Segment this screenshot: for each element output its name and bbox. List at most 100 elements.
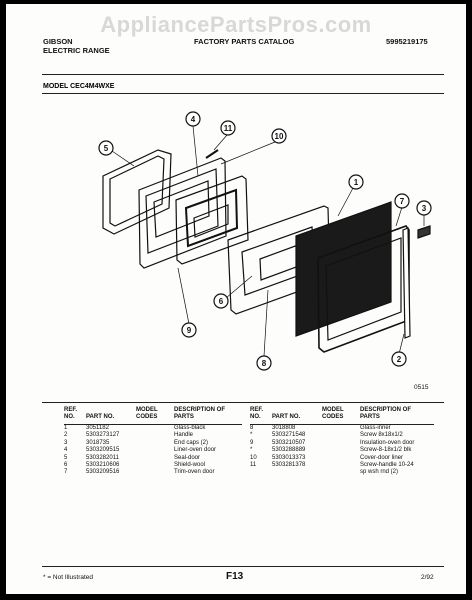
watermark: AppliancePartsPros.com (100, 12, 372, 37)
col-model: MODEL CODES (136, 407, 174, 425)
callout-6: 6 (219, 297, 224, 306)
part-number-cell: 3051182 (86, 425, 109, 431)
part-number-cell: 3018735 (86, 439, 110, 446)
description-cell: End caps (2) (174, 439, 209, 446)
ref-cell: 8 (250, 425, 254, 431)
description-cell: Trim-oven door (174, 469, 215, 476)
model-code-cell (322, 455, 360, 462)
table-row: 7 5303209516 Trim-oven door (64, 469, 242, 476)
part-number-cell: 5303013373 (272, 454, 306, 461)
ref-cell (250, 469, 272, 476)
col-desc: DESCRIPTION OF PARTS (174, 407, 242, 425)
ref-cell: 10 (250, 454, 257, 461)
table-row: 11 5303281378 Screw-handle 10-24 (250, 462, 434, 469)
black-glass-part (295, 201, 392, 337)
callout-10: 10 (275, 132, 284, 141)
col-ref: REF. NO. (64, 407, 86, 425)
model-code-cell (322, 425, 360, 433)
ref-cell: 11 (250, 462, 257, 469)
catalog-number: 5995219175 (386, 37, 428, 46)
callout-1: 1 (354, 178, 359, 187)
ref-cell: * (250, 447, 253, 454)
ref-cell: 7 (64, 469, 68, 476)
table-row: 10 5303013373 Cover-door liner (250, 455, 434, 462)
part-number-cell: 5303281378 (272, 462, 306, 469)
col-part: PART NO. (86, 407, 136, 425)
table-row: * 5303271548 Screw 8x18x1/2 (250, 432, 434, 439)
end-cap-part (417, 225, 431, 239)
description-cell: Screw 8x18x1/2 (360, 432, 403, 439)
handle-part (402, 227, 411, 339)
model-code-cell (136, 469, 174, 476)
callout-8: 8 (262, 359, 267, 368)
model-code-cell (322, 432, 360, 439)
brand-name: GIBSON (43, 37, 73, 46)
model-code-cell (322, 462, 360, 469)
ref-cell: 1 (64, 425, 68, 431)
callout-11: 11 (224, 124, 233, 133)
description-cell: Glass-black (174, 425, 206, 431)
col-ref: REF. NO. (250, 407, 272, 425)
ref-cell: 5 (64, 454, 68, 461)
part-number-cell (272, 469, 322, 476)
part-number-cell: 5303282011 (86, 454, 119, 461)
model-code-cell (322, 447, 360, 454)
footer-rule (42, 566, 444, 567)
model-code-cell (136, 425, 174, 433)
description-cell: Screw-8-18x1/2 blk (360, 447, 412, 454)
table-top-rule (42, 402, 444, 403)
callout-5: 5 (104, 144, 109, 153)
parts-catalog-page: AppliancePartsPros.com GIBSON ELECTRIC R… (6, 4, 466, 594)
model-code-cell (322, 469, 360, 476)
model-code-cell (136, 455, 174, 462)
table-row: sp wsh rnd (2) (250, 469, 434, 476)
col-desc: DESCRIPTION OF PARTS (360, 407, 434, 425)
part-number-cell: 5303209516 (86, 469, 120, 476)
ref-cell: 6 (64, 462, 68, 469)
part-number-cell: 5303210606 (86, 462, 120, 469)
revision-date: 2/92 (421, 574, 434, 581)
door-liner-part (138, 157, 227, 269)
table-row: 5 5303282011 Seal-door (64, 455, 242, 462)
table-row: 4 5303209515 Liner-oven door (64, 447, 242, 454)
parts-table-left: REF. NO. PART NO. MODEL CODES DESCRIPTIO… (64, 407, 242, 477)
model-code-cell (136, 432, 174, 439)
description-cell: sp wsh rnd (2) (360, 469, 399, 476)
model-code-cell (136, 440, 174, 447)
ref-cell: 4 (64, 447, 68, 454)
description-cell: Liner-oven door (174, 447, 217, 454)
col-part: PART NO. (272, 407, 322, 425)
table-row: * 5303288889 Screw-8-18x1/2 blk (250, 447, 434, 454)
ref-cell: 2 (64, 432, 68, 439)
model-label: MODEL CEC4M4WXE (43, 83, 115, 90)
part-number-cell: 5303209515 (86, 447, 120, 454)
screw-part (205, 149, 219, 159)
description-cell: Screw-handle 10-24 (360, 462, 414, 469)
model-code-cell (136, 447, 174, 454)
description-cell: Insulation-oven door (360, 439, 415, 446)
catalog-title: FACTORY PARTS CATALOG (194, 37, 295, 46)
part-number-cell: 3018808 (272, 425, 296, 431)
exploded-diagram: 5 4 11 10 1 7 3 6 9 8 2 (98, 111, 432, 371)
page-number: F13 (226, 571, 244, 582)
figure-ref: 0515 (414, 384, 429, 391)
model-rule (42, 93, 444, 94)
footnote: * = Not Illustrated (43, 574, 94, 581)
description-cell: Seal-door (174, 454, 201, 461)
description-cell: Handle (174, 432, 194, 439)
model-code-cell (322, 440, 360, 447)
part-number-cell: 5303288889 (272, 447, 306, 454)
part-number-cell: 5303271548 (272, 432, 306, 439)
callout-4: 4 (191, 115, 196, 124)
description-cell: Cover-door liner (360, 454, 404, 461)
door-cover-part (175, 175, 249, 265)
callout-7: 7 (400, 197, 405, 206)
callout-9: 9 (187, 326, 192, 335)
col-model: MODEL CODES (322, 407, 360, 425)
ref-cell: * (250, 432, 253, 439)
table-row: 1 3051182 Glass-black (64, 425, 242, 433)
